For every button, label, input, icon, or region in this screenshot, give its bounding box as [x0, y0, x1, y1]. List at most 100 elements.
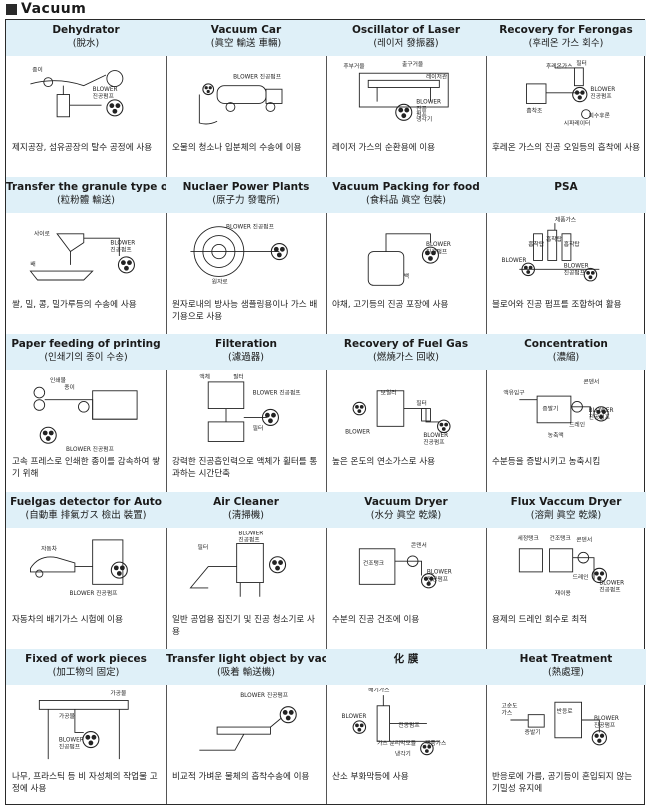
cell-header: PSA	[486, 177, 646, 214]
diagram-label: BLOWER	[502, 258, 527, 264]
diagram-label: 배	[30, 260, 35, 268]
cell-description: 비교적 가벼운 물체의 흡착수송에 이용	[172, 771, 310, 782]
diagram-label: BLOWER 진공펌프	[253, 389, 302, 397]
cell-description: 쌀, 밀, 콩, 밀가루등의 수송에 사용	[12, 300, 137, 311]
blower-pump-icon	[591, 729, 607, 746]
cell-description: 나무, 프라스틱 등 비 자성체의 작업물 고정에 사용	[12, 771, 158, 794]
diagram-label: 후레온가스	[546, 62, 573, 70]
cell-header: Heat Treatment(熱處理)	[486, 648, 646, 685]
diagram-label: 진공펌프	[423, 439, 445, 447]
diagram-label: BLOWER	[238, 531, 263, 537]
diagram-label: 가스	[502, 708, 513, 716]
diagram-label: BLOWER	[345, 430, 370, 436]
cell-header: Recovery for Ferongas(후레온 가스 회수)	[486, 20, 646, 56]
cell-title-english: 化 膜	[393, 652, 419, 665]
blower-pump-icon	[420, 741, 434, 755]
cell-header: Vacuum Packing for food(食料品 眞空 包裝)	[326, 177, 486, 214]
cell-description: 높은 온도의 연소가스로 사용	[332, 457, 436, 468]
cell-title-korean: (인쇄기의 종이 수송)	[44, 352, 128, 364]
application-cell: Transfer light object by vaccum holder(吸…	[166, 648, 394, 806]
cell-title-english: Nuclaer Power Plants	[182, 181, 310, 194]
blower-pump-icon	[82, 730, 100, 748]
application-cell: Paper feeding of printing(인쇄기의 종이 수송) 인쇄…	[6, 334, 166, 491]
diagram-label: 드레인	[573, 573, 589, 581]
diagram-label: 배기가스	[368, 688, 390, 694]
application-cell: Nuclaer Power Plants(原子力 發電所) BLOWER 진공펌…	[166, 177, 326, 334]
cell-description: 용제의 드레인 회수로 최적	[492, 614, 588, 625]
diagram-label: 진공펌프	[398, 721, 420, 729]
cell-title-korean: (溶劑 眞空 乾燥)	[530, 509, 602, 521]
diagram-label: 콘덴서	[583, 378, 599, 386]
cell-header: Fixed of work pieces(加工物의 固定)	[6, 648, 166, 685]
diagram-label: 레이저관	[426, 73, 448, 81]
diagram-label: 필터	[416, 399, 427, 407]
page-title-text: Vacuum	[21, 1, 87, 17]
diagram-label: 세정탱크	[518, 533, 539, 541]
cell-title-english: Heat Treatment	[519, 652, 613, 665]
diagram-label: BLOWER	[589, 409, 614, 415]
diagram-label: 액유입구	[503, 389, 524, 397]
blower-pump-icon	[521, 262, 535, 277]
diagram-label: 증발기	[525, 728, 541, 736]
cell-title-korean: (레이저 發振器)	[373, 38, 439, 49]
page-title: Vacuum	[6, 0, 86, 18]
cell-title-korean: (粒粉體 輸送)	[57, 195, 115, 207]
diagram-label: 건조탱크	[363, 558, 384, 566]
cell-title-korean: (加工物의 固定)	[52, 666, 120, 678]
cell-header: Vacuum Dryer(水分 眞空 乾燥)	[326, 491, 486, 528]
diagram-label: BLOWER	[564, 264, 589, 270]
cell-title-korean: (水分 眞空 乾燥)	[370, 509, 442, 521]
title-square-icon	[6, 3, 17, 15]
diagram-label: 필터	[233, 373, 244, 380]
cell-title-english: Concentration	[524, 338, 608, 351]
diagram-label: 제품가스	[555, 216, 577, 223]
blower-pump-icon	[39, 427, 57, 445]
diagram-label: BLOWER	[93, 87, 118, 93]
cell-title-korean: (熱處理)	[548, 666, 584, 678]
cell-title-english: Oscillator of Laser	[351, 24, 461, 36]
diagram-label: 건조탱크	[550, 533, 571, 541]
diagram-label: BLOWER 진공펌프	[70, 589, 119, 597]
cell-header: Vacuum Car(眞空 輸送 車輛)	[166, 20, 326, 56]
cell-title-english: Fixed of work pieces	[25, 652, 147, 665]
diagram-label: 원자로	[212, 278, 229, 286]
cell-description: 고속 프레스로 인쇄한 종이를 감속하여 쌓기 위해	[12, 457, 161, 480]
blower-pump-icon	[117, 256, 135, 274]
blower-pump-icon	[269, 555, 287, 573]
diagram-label: 증발기	[542, 405, 558, 413]
diagram-label: 드레인	[569, 421, 585, 429]
diagram-label: 흡착탑	[564, 240, 581, 248]
diagram-label: BLOWER	[416, 99, 441, 105]
cell-description: 제지공장, 섬유공장의 탈수 공정에 사용	[12, 143, 153, 153]
cell-header: Concentration(濃縮)	[486, 334, 646, 371]
blower-pump-icon	[437, 419, 451, 434]
cell-description: 원자로내의 방사능 샘플링용이나 가스 배기용으로 사용	[172, 300, 318, 323]
cell-header: Dehydrator(脫水)	[6, 20, 166, 56]
diagram-label: 진공펌프	[427, 574, 449, 582]
cell-description: 강력한 진공흡인력으로 액체가 휠터를 통과하는 시간단축	[172, 457, 318, 480]
diagram-label: 종이	[64, 383, 75, 391]
cell-title-korean: (眞空 輸送 車輛)	[210, 38, 282, 49]
diagram-label: 흡착탑	[546, 235, 563, 243]
cell-description: 블로어와 진공 펌프를 조합하여 활용	[492, 300, 622, 311]
cell-header: Oscillator of Laser (레이저 發振器)	[326, 20, 486, 56]
diagram-label: 진공펌프	[238, 535, 260, 543]
diagram-label: 진공펌프	[594, 721, 616, 729]
diagram-label: 백	[404, 272, 409, 280]
diagram-label: 반응로	[557, 707, 574, 715]
blower-pump-icon	[110, 561, 128, 579]
cell-title-english: Flux Vaccum Dryer	[510, 495, 622, 508]
diagram-label: 진공펌프	[564, 269, 586, 277]
